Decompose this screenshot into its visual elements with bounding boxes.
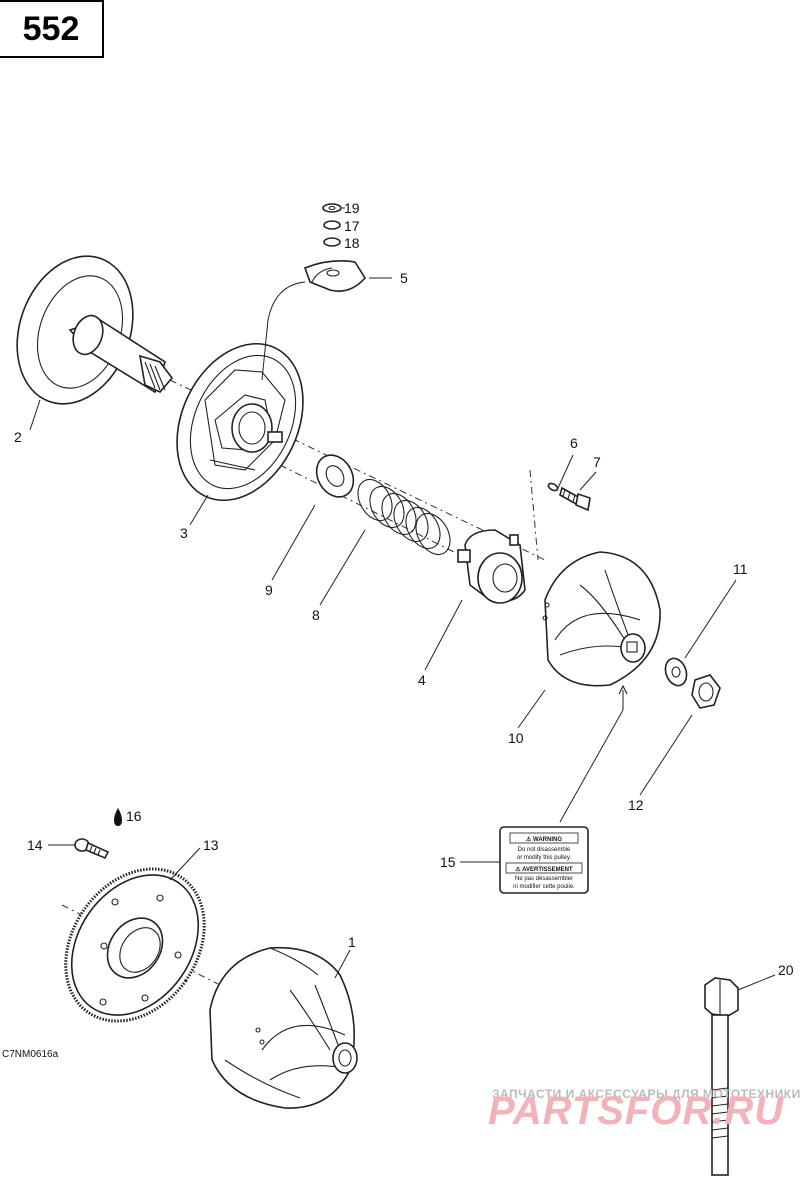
label-11: 11 (733, 561, 748, 577)
ring-gear (64, 867, 206, 1023)
spring (357, 478, 451, 556)
part-labels: 19 17 18 5 2 3 9 8 4 6 7 10 11 12 15 14 … (14, 200, 794, 978)
watermark-line1: ЗАПЧАСТИ И АКСЕССУАРЫ ДЛЯ МОТОТЕХНИКИ (492, 1087, 800, 1101)
label-4: 4 (418, 672, 426, 688)
drop-icon (114, 808, 122, 826)
label-8: 8 (312, 607, 320, 623)
leader-lines (29, 207, 776, 991)
label-10: 10 (508, 730, 524, 746)
label-6: 6 (570, 435, 578, 451)
label-16: 16 (126, 808, 142, 824)
label-12: 12 (628, 797, 644, 813)
warning-heading-fr: ⚠ AVERTISSEMENT (515, 866, 573, 873)
warning-line2-en: or modify this pulley. (517, 855, 572, 861)
screw-assembly (547, 482, 591, 512)
label-1: 1 (348, 934, 356, 950)
label-3: 3 (180, 525, 188, 541)
label-2: 2 (14, 429, 22, 445)
label-5: 5 (400, 270, 408, 286)
small-rings (322, 203, 342, 247)
label-14: 14 (27, 837, 43, 853)
washer-nut (664, 657, 721, 709)
page-number-box: 552 (0, 0, 104, 58)
label-20: 20 (778, 962, 794, 978)
label-9: 9 (265, 582, 273, 598)
label-15: 15 (440, 854, 456, 870)
cup-washer (315, 454, 355, 498)
drive-pulley-sheave (209, 946, 358, 1109)
warning-line1-en: Do not disassemble (518, 847, 571, 853)
watermark-logo: PARTSFOR.RU (488, 1089, 784, 1133)
diagram-code: C7NM0616a (2, 1049, 59, 1060)
movable-sheave (542, 551, 661, 687)
label-13: 13 (203, 837, 219, 853)
small-bolt (74, 838, 110, 860)
long-bolt (704, 977, 739, 1176)
label-17: 17 (344, 218, 360, 234)
slider-shoe (261, 260, 366, 381)
hub (457, 529, 526, 604)
page-number: 552 (22, 9, 80, 48)
label-7: 7 (593, 454, 601, 470)
label-19: 19 (344, 200, 360, 216)
fixed-sheave-shaft (16, 255, 174, 405)
warning-line2-fr: ni modifier cette poulie. (513, 884, 575, 890)
cam-plate (176, 342, 304, 502)
warning-heading-en: ⚠ WARNING (526, 836, 562, 843)
axis-line-2 (279, 464, 461, 556)
warning-decal: ⚠ WARNING Do not disassemble or modify t… (499, 826, 589, 894)
warning-line1-fr: Ne pas désassembler (515, 876, 573, 882)
label-18: 18 (344, 235, 360, 251)
axis-line-3 (529, 469, 539, 561)
